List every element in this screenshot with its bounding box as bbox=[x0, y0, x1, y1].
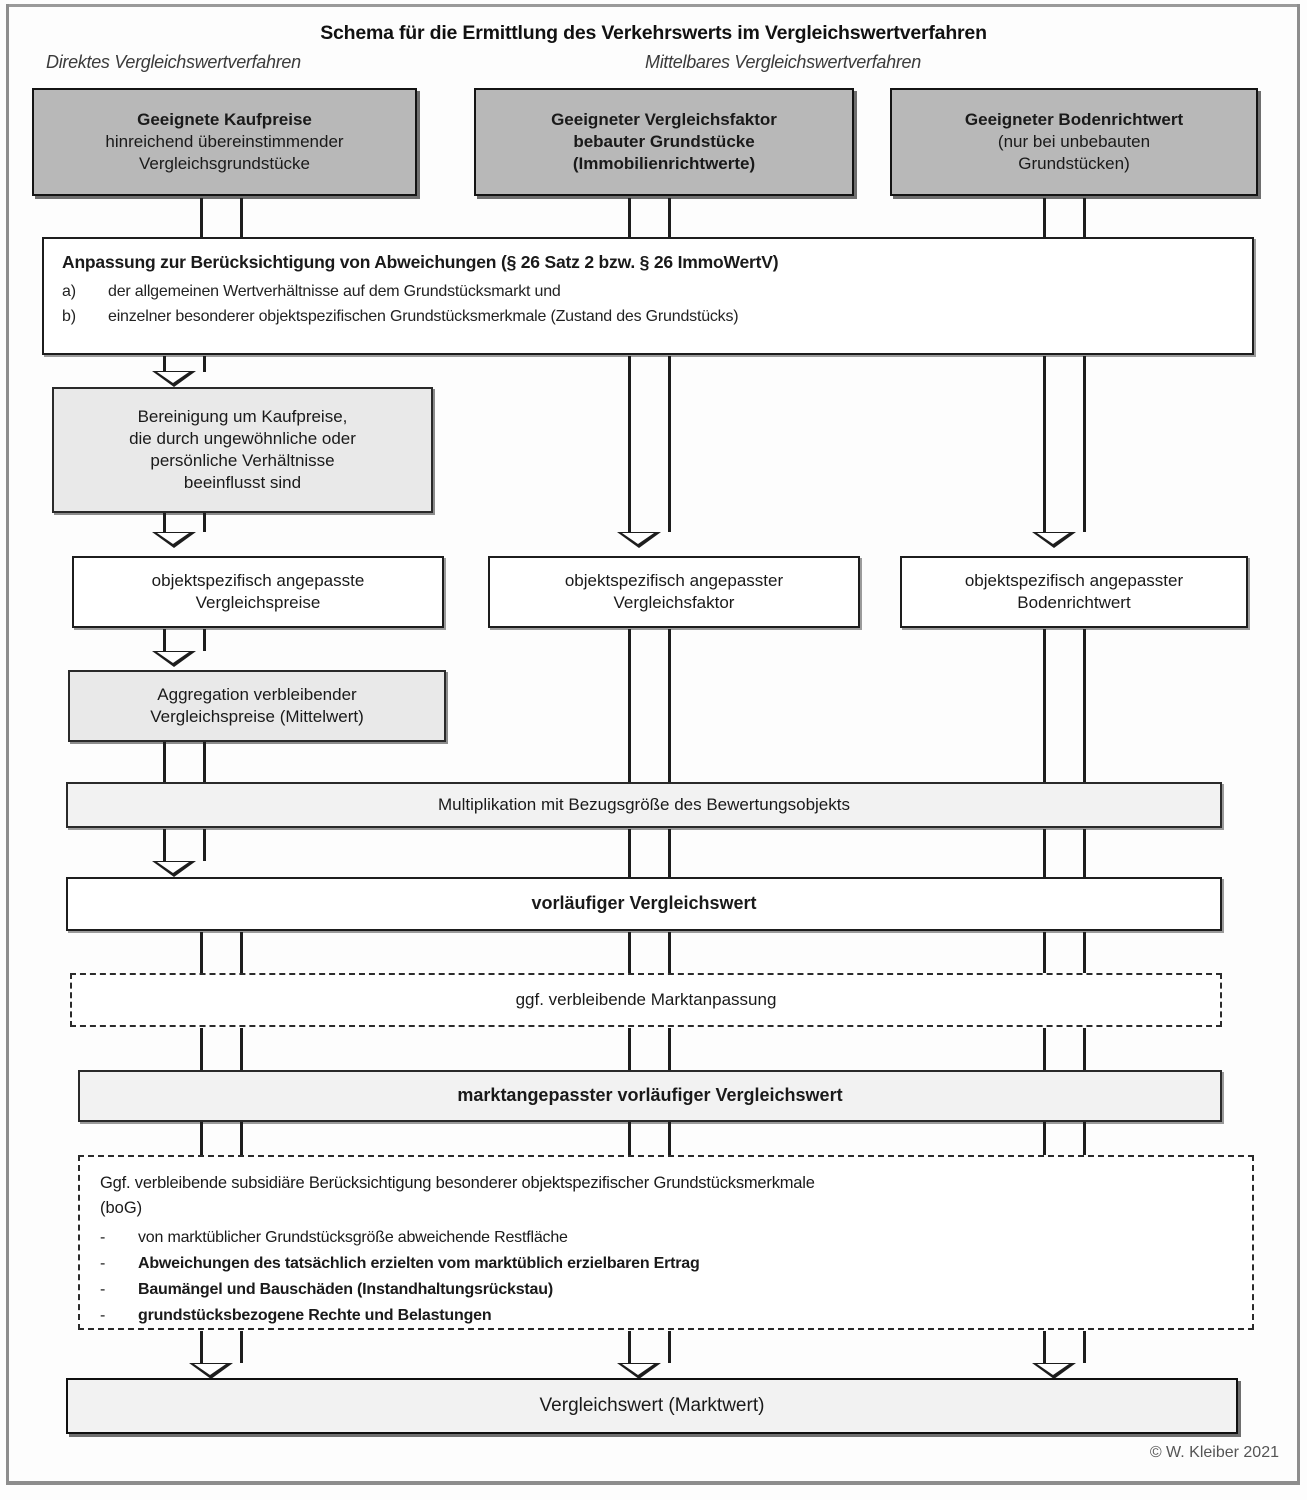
box-bereinigung: Bereinigung um Kaufpreise, die durch ung… bbox=[52, 387, 433, 513]
arrow-bog-to-result-middle bbox=[617, 1331, 671, 1379]
box-vergleichswert-marktwert: Vergleichswert (Marktwert) bbox=[66, 1378, 1238, 1434]
figure-border-left bbox=[6, 4, 9, 1484]
box-line: persönliche Verhältnisse bbox=[150, 451, 335, 470]
box-line: Aggregation verbleibender bbox=[157, 684, 357, 704]
subtitle-direct-method: Direktes Vergleichswertverfahren bbox=[46, 52, 301, 72]
box-bog: Ggf. verbleibende subsidiäre Berücksicht… bbox=[78, 1155, 1254, 1330]
box-line: (nur bei unbebauten bbox=[997, 131, 1151, 151]
rail-right-to-marktangepasst bbox=[1043, 1028, 1086, 1070]
bog-bullet-item: - Abweichungen des tatsächlich erzielten… bbox=[100, 1251, 700, 1277]
rail-mid-to-marktangepasst bbox=[628, 1028, 671, 1070]
connector-bodenrichtwert-to-anpassung bbox=[1043, 198, 1086, 238]
connector-kaufpreise-to-anpassung bbox=[200, 198, 243, 238]
rail-bodenrichtwert-column bbox=[1043, 356, 1086, 524]
box-line: Vergleichsgrundstücke bbox=[138, 154, 311, 174]
box-line: objektspezifisch angepasster bbox=[564, 570, 784, 590]
rail-mid-to-marktanpassung bbox=[628, 932, 671, 973]
arrow-adjusted-preise-to-aggregation bbox=[152, 629, 206, 667]
rail-aggregation-down bbox=[163, 742, 206, 782]
box-adjusted-bodenrichtwert: objektspezifisch angepasster Bodenrichtw… bbox=[900, 556, 1248, 628]
rail-adjusted-bodenrichtwert-down bbox=[1043, 629, 1086, 782]
box-line: Vergleichsfaktor bbox=[613, 593, 735, 612]
figure-border-top bbox=[6, 4, 1300, 7]
anpassung-item-b: b) einzelner besonderer objektspezifisch… bbox=[62, 305, 739, 330]
arrow-anpassung-to-bereinigung bbox=[152, 356, 206, 387]
box-line: Vergleichspreise bbox=[195, 593, 321, 612]
bullet-dash-icon: - bbox=[100, 1229, 106, 1247]
anpassung-item-marker: a) bbox=[62, 282, 76, 300]
anpassung-item-marker: b) bbox=[62, 307, 76, 325]
box-vorlaeufiger-vergleichswert: vorläufiger Vergleichswert bbox=[66, 877, 1222, 931]
bog-bullet-item: - grundstücksbezogene Rechte und Belastu… bbox=[100, 1303, 492, 1329]
bog-header-line2: (boG) bbox=[100, 1199, 143, 1218]
bullet-dash-icon: - bbox=[100, 1255, 106, 1273]
bog-header-line1: Ggf. verbleibende subsidiäre Berücksicht… bbox=[100, 1174, 815, 1192]
figure-border-bottom bbox=[6, 1481, 1300, 1485]
figure-title: Schema für die Ermittlung des Verkehrswe… bbox=[320, 22, 987, 44]
box-adjusted-vergleichspreise: objektspezifisch angepasste Vergleichspr… bbox=[72, 556, 444, 628]
box-line: Geeignete Kaufpreise bbox=[137, 109, 312, 129]
box-line: Geeigneter Vergleichsfaktor bbox=[551, 109, 777, 129]
anpassung-item-text: der allgemeinen Wertverhältnisse auf dem… bbox=[108, 282, 561, 300]
box-line: Vergleichspreise (Mittelwert) bbox=[150, 707, 364, 726]
anpassung-item-a: a) der allgemeinen Wertverhältnisse auf … bbox=[62, 280, 561, 305]
rail-left-to-marktangepasst bbox=[200, 1028, 243, 1070]
rail-mid-to-bog bbox=[628, 1122, 671, 1155]
anpassung-header: Anpassung zur Berücksichtigung von Abwei… bbox=[62, 252, 779, 272]
arrow-bog-to-result-right bbox=[1032, 1331, 1086, 1379]
box-line: objektspezifisch angepasster bbox=[964, 570, 1184, 590]
box-label: marktangepasster vorläufiger Vergleichsw… bbox=[457, 1085, 843, 1106]
box-line: (Immobilienrichtwerte) bbox=[572, 154, 756, 174]
arrow-to-adjusted-vergleichsfaktor bbox=[617, 512, 671, 548]
rail-mid-over-vorlaeufig bbox=[628, 829, 671, 877]
box-marktangepasster-vorlaeufiger-vergleichswert: marktangepasster vorläufiger Vergleichsw… bbox=[78, 1070, 1222, 1122]
box-line: objektspezifisch angepasste bbox=[151, 570, 365, 590]
rail-left-to-bog bbox=[200, 1122, 243, 1155]
bog-bullet-text: von marktüblicher Grundstücksgröße abwei… bbox=[138, 1229, 568, 1247]
bog-bullet-text: Abweichungen des tatsächlich erzielten v… bbox=[138, 1255, 700, 1273]
arrow-multiplikation-to-vorlaeufig bbox=[152, 829, 206, 877]
box-adjusted-vergleichsfaktor: objektspezifisch angepasster Vergleichsf… bbox=[488, 556, 860, 628]
rail-right-to-bog bbox=[1043, 1122, 1086, 1155]
rail-adjusted-vergleichsfaktor-down bbox=[628, 629, 671, 782]
bullet-dash-icon: - bbox=[100, 1280, 106, 1298]
rail-right-to-marktanpassung bbox=[1043, 932, 1086, 973]
box-aggregation: Aggregation verbleibender Vergleichsprei… bbox=[68, 670, 446, 742]
box-label: ggf. verbleibende Marktanpassung bbox=[515, 989, 777, 1009]
box-geeignete-kaufpreise: Geeignete Kaufpreise hinreichend überein… bbox=[32, 88, 417, 196]
bog-bullet-item: - Baumängel und Bauschäden (Instandhaltu… bbox=[100, 1277, 553, 1303]
bog-bullet-text: grundstücksbezogene Rechte und Belastung… bbox=[138, 1306, 492, 1324]
bullet-dash-icon: - bbox=[100, 1306, 106, 1324]
anpassung-item-text: einzelner besonderer objektspezifischen … bbox=[108, 307, 739, 325]
copyright-notice: © W. Kleiber 2021 bbox=[1149, 1444, 1279, 1461]
rail-vergleichsfaktor-column bbox=[628, 356, 671, 524]
arrow-bereinigung-to-adjusted-preise bbox=[152, 513, 206, 548]
box-line: beeinflusst sind bbox=[183, 473, 302, 493]
connector-vergleichsfaktor-to-anpassung bbox=[628, 198, 671, 238]
arrow-bog-to-result-left bbox=[189, 1331, 243, 1379]
box-line: Bodenrichtwert bbox=[1017, 593, 1131, 612]
box-ggf-marktanpassung: ggf. verbleibende Marktanpassung bbox=[70, 973, 1222, 1027]
subtitle-indirect-method: Mittelbares Vergleichswertverfahren bbox=[645, 52, 921, 72]
box-geeigneter-vergleichsfaktor: Geeigneter Vergleichsfaktor bebauter Gru… bbox=[474, 88, 854, 196]
arrow-to-adjusted-bodenrichtwert bbox=[1032, 512, 1086, 548]
box-multiplikation: Multiplikation mit Bezugsgröße des Bewer… bbox=[66, 782, 1222, 828]
box-line: Grundstücken) bbox=[1018, 154, 1130, 174]
bog-bullet-text: Baumängel und Bauschäden (Instandhaltung… bbox=[138, 1280, 553, 1298]
bog-bullet-item: - von marktüblicher Grundstücksgröße abw… bbox=[100, 1225, 568, 1251]
box-geeigneter-bodenrichtwert: Geeigneter Bodenrichtwert (nur bei unbeb… bbox=[890, 88, 1258, 196]
box-line: die durch ungewöhnliche oder bbox=[129, 428, 356, 448]
box-line: Geeigneter Bodenrichtwert bbox=[964, 109, 1184, 129]
box-line: hinreichend übereinstimmender bbox=[105, 131, 344, 151]
box-label: Multiplikation mit Bezugsgröße des Bewer… bbox=[438, 794, 850, 814]
box-line: Bereinigung um Kaufpreise, bbox=[137, 406, 348, 426]
rail-left-to-marktanpassung bbox=[200, 932, 243, 973]
box-anpassung: Anpassung zur Berücksichtigung von Abwei… bbox=[42, 237, 1254, 355]
figure-border-right bbox=[1297, 4, 1300, 1484]
box-label: vorläufiger Vergleichswert bbox=[531, 893, 757, 914]
rail-right-over-vorlaeufig bbox=[1043, 829, 1086, 877]
box-label: Vergleichswert (Marktwert) bbox=[539, 1394, 765, 1416]
box-line: bebauter Grundstücke bbox=[573, 131, 755, 151]
